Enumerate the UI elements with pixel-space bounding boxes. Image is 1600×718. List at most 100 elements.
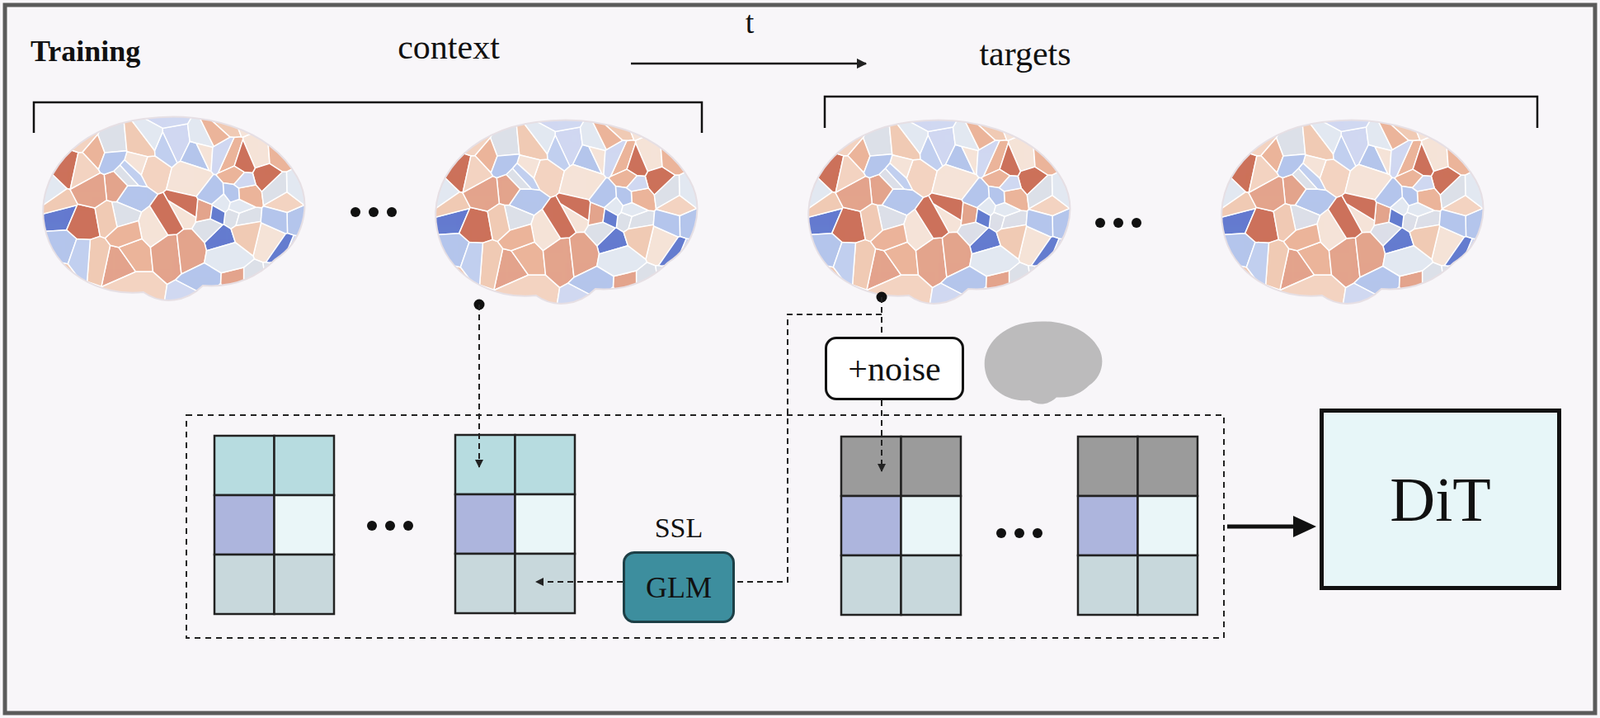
brain-region xyxy=(1198,277,1224,316)
brain-region xyxy=(268,286,286,292)
ellipsis-dots xyxy=(996,527,1007,538)
brain-region xyxy=(101,271,167,317)
ellipsis-dots xyxy=(1014,527,1025,538)
token-cell xyxy=(455,434,516,495)
brain-region xyxy=(1431,286,1452,320)
brain-region xyxy=(852,239,876,290)
brain-region xyxy=(1412,175,1436,192)
token-cell xyxy=(841,436,902,496)
brain-region xyxy=(1448,111,1479,138)
brain-region xyxy=(1246,241,1269,285)
brain-region xyxy=(230,221,262,256)
brain-region xyxy=(602,208,618,229)
brain-region xyxy=(887,109,928,155)
brain-illustration xyxy=(1198,105,1496,320)
brain-region xyxy=(1300,109,1342,155)
brain-region xyxy=(34,117,62,149)
brain-region xyxy=(1198,105,1229,123)
token-cell xyxy=(515,494,576,554)
context-sample-line xyxy=(478,304,480,467)
token-cell xyxy=(841,555,902,615)
brain-region xyxy=(1440,174,1466,209)
brain-region xyxy=(98,150,128,175)
brain-region xyxy=(1475,280,1496,313)
brain-region xyxy=(19,102,51,119)
ellipsis-dots xyxy=(403,520,414,531)
brain-region xyxy=(975,208,991,229)
brain-region xyxy=(689,280,710,313)
brain-region xyxy=(1464,307,1496,320)
input-arrowhead xyxy=(1293,515,1317,537)
token-cell xyxy=(1138,436,1199,496)
target-sample-line xyxy=(880,400,883,471)
group-label: targets xyxy=(978,36,1071,71)
token-cell xyxy=(274,554,335,614)
ellipsis-dots xyxy=(367,520,377,531)
brain-region xyxy=(654,174,680,209)
brain-region xyxy=(1389,287,1409,320)
brain-region xyxy=(412,277,438,316)
brain-region xyxy=(863,154,893,179)
token-cell xyxy=(1077,436,1139,496)
ellipsis-dots xyxy=(1032,527,1043,538)
token-grid xyxy=(841,436,961,615)
brain-region xyxy=(163,189,198,218)
brain-region xyxy=(67,238,90,282)
brain-region xyxy=(268,260,317,286)
brain-region xyxy=(785,277,810,316)
brain-region xyxy=(603,287,623,320)
brain-region xyxy=(496,174,520,205)
brain-region xyxy=(1213,121,1241,152)
brain-region xyxy=(238,184,264,208)
brain-region xyxy=(1051,307,1083,320)
brain-region xyxy=(210,205,226,226)
brain-region xyxy=(1399,288,1422,315)
brain-region xyxy=(976,287,996,320)
brain-region xyxy=(1409,224,1440,259)
token-container xyxy=(186,414,1224,638)
brain-region xyxy=(835,155,866,193)
brain-region xyxy=(196,174,224,204)
brain-region xyxy=(1218,105,1247,123)
brain-region xyxy=(1237,282,1264,320)
brain-region xyxy=(588,177,617,208)
brain-region xyxy=(19,273,45,313)
brain-region xyxy=(805,105,833,123)
brain-region xyxy=(1468,105,1496,137)
brain-region xyxy=(1025,105,1057,137)
brain-region xyxy=(682,105,710,137)
brain-region xyxy=(785,282,796,302)
brain-region xyxy=(1198,145,1217,188)
brain-region xyxy=(785,296,806,320)
brain-region xyxy=(296,128,317,176)
brain-region xyxy=(961,146,979,175)
brain-region xyxy=(517,155,541,179)
ellipsis-dots xyxy=(386,207,397,217)
target-sample-line xyxy=(880,296,883,337)
ellipsis-dots xyxy=(385,520,396,531)
brain-region xyxy=(653,105,684,137)
brain-region xyxy=(964,294,978,317)
brain-illustration xyxy=(412,105,710,320)
brain-region xyxy=(800,121,828,152)
brain-region xyxy=(512,105,590,132)
brain-region xyxy=(626,175,650,192)
brain-region xyxy=(40,248,59,281)
node-label: DiT xyxy=(1389,467,1491,531)
brain-region xyxy=(228,291,262,317)
brain-region xyxy=(1198,282,1209,302)
brain-region xyxy=(928,192,964,222)
brain-region xyxy=(412,282,423,302)
brain-region xyxy=(588,146,606,175)
token-grid xyxy=(1077,436,1198,615)
brain-region xyxy=(1449,295,1463,320)
ellipsis-dots xyxy=(1113,217,1124,228)
brain-region xyxy=(1461,287,1483,320)
brain-illustration xyxy=(785,105,1083,320)
brain-region xyxy=(196,143,213,172)
brain-region xyxy=(1341,192,1377,222)
token-cell xyxy=(1077,495,1139,556)
brain-region xyxy=(269,108,301,135)
